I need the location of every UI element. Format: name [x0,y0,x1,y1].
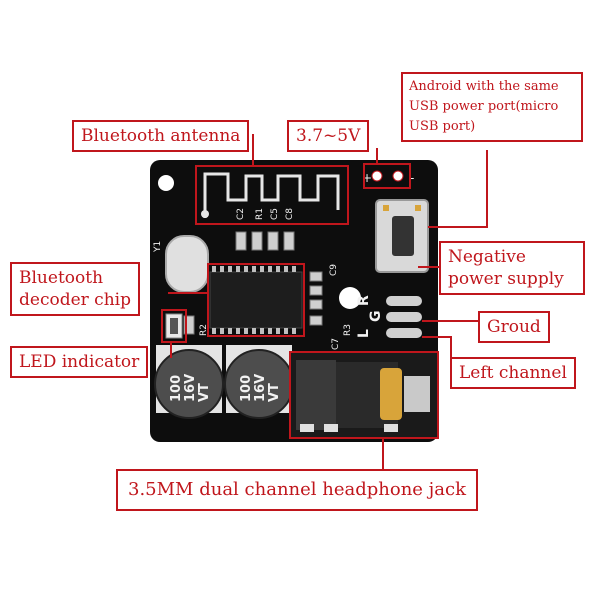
capacitor-right: 100 16V VT [224,345,294,419]
connector-usb-h [428,226,488,228]
silk-c9: C9 [329,264,339,276]
voltage-pad-minus [392,170,404,182]
mount-hole-top-left [158,175,174,191]
headphone-jack [289,351,439,439]
led-highlight [161,309,187,343]
chip-highlight [207,263,305,337]
label-bluetooth-antenna: Bluetooth antenna [72,120,250,152]
antenna-highlight [195,165,349,225]
silk-c8: C8 [285,208,295,220]
capacitor-left: 100 16V VT [154,345,224,419]
audio-pads [386,296,422,338]
silk-plus: + [362,171,372,185]
silk-r1: R1 [255,208,265,220]
silk-l: L [356,329,372,338]
svg-text:100: 100 [239,375,254,402]
label-ground: Groud [478,311,550,343]
label-decoder-chip: Bluetooth decoder chip [10,262,140,316]
antenna-pad [201,210,209,218]
voltage-pad-plus [371,170,383,182]
silk-y1: Y1 [153,241,163,253]
smd-components-top [235,231,295,251]
label-negative-power: Negative power supply [439,241,585,295]
label-usb-port: Android with the same USB power port(mic… [401,72,583,142]
silk-c7: C7 [331,338,341,350]
crystal-y1 [165,235,209,293]
connector-antenna [252,134,254,166]
silk-minus: - [410,171,414,185]
connector-negative-h [418,266,440,268]
silk-r2: R2 [199,324,209,336]
connector-voltage [376,148,378,164]
silk-c2: C2 [236,208,246,220]
svg-text:16V: 16V [253,374,268,402]
connector-jack [382,438,384,470]
label-headphone-jack: 3.5MM dual channel headphone jack [116,469,478,511]
connector-ground [422,320,478,322]
label-left-channel: Left channel [450,357,576,389]
voltage-highlight [363,163,411,189]
silk-r: R [356,295,372,306]
svg-text:VT: VT [197,383,212,402]
connector-usb-v [486,150,488,228]
svg-text:100: 100 [169,375,184,402]
connector-left-v [450,336,452,372]
decoder-chip [209,266,303,334]
smd-components-right [309,271,323,326]
svg-text:16V: 16V [183,374,198,402]
silk-r3: R3 [343,324,353,336]
connector-left-h [422,336,452,338]
silk-c5: C5 [270,208,280,220]
label-led-indicator: LED indicator [10,346,149,378]
resistor-r2 [183,315,195,335]
silk-g: G [368,311,384,323]
label-voltage: 3.7~5V [287,120,370,152]
mount-hole-right [339,287,361,309]
svg-text:VT: VT [267,383,282,402]
connector-led [170,342,172,358]
connector-decoder [168,292,208,294]
antenna-trace [203,172,340,218]
